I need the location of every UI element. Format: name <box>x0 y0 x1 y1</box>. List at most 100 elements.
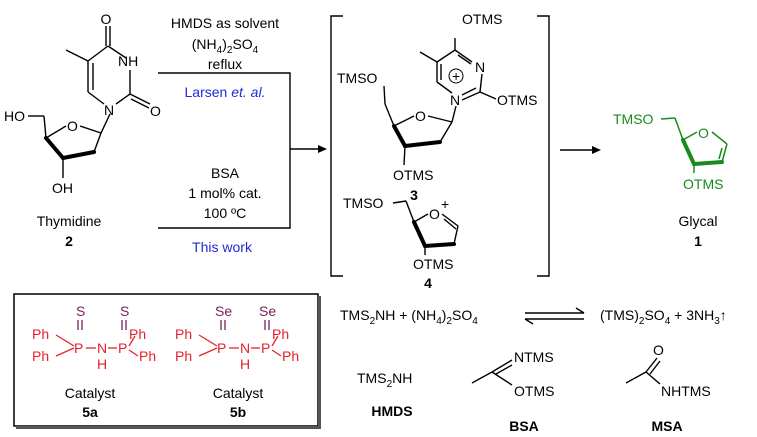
bond <box>55 334 75 347</box>
equilibrium-arrow-back-head <box>524 318 534 325</box>
hmds-formula: TMS2NH <box>357 370 412 390</box>
thymidine-structure: O NH O N O HO OH Thymidine 2 <box>4 11 161 249</box>
bond <box>79 125 102 134</box>
charge-circle <box>448 68 464 84</box>
bond <box>441 213 459 227</box>
bond <box>461 91 481 101</box>
bond <box>384 103 395 127</box>
atom-n1: N <box>104 102 114 118</box>
bond <box>674 117 684 141</box>
cond-top-reference: Larsen et. al. <box>185 84 266 100</box>
msa-o: O <box>653 342 664 358</box>
bond <box>412 220 427 248</box>
equation-lhs: TMS2NH + (NH4)2SO4 <box>340 307 478 327</box>
bond <box>392 200 407 204</box>
cond-top-line3: reflux <box>208 56 242 72</box>
equilibrium-arrow-forward-head <box>575 307 585 314</box>
bond <box>461 87 477 96</box>
glycal-number: 1 <box>694 233 702 249</box>
glycal-structure: TMSO O OTMS <box>613 111 728 192</box>
catalyst-box: S S Ph Ph Ph Ph P P N H Catalyst 5a Se <box>13 293 321 429</box>
bond <box>692 160 724 166</box>
intermediate-4-number: 4 <box>424 275 432 291</box>
bond <box>128 349 139 357</box>
bond <box>107 45 127 59</box>
catalyst-5b-number: 5b <box>230 404 246 420</box>
atom-otms-bottom: OTMS <box>393 167 433 183</box>
ph-group: Ph <box>32 326 49 342</box>
atom-n-ring: N <box>475 59 485 75</box>
intermediate-4-structure: TMSO O + OTMS 4 <box>343 195 459 291</box>
bond <box>454 49 473 63</box>
bond <box>115 93 131 105</box>
bond <box>625 371 647 384</box>
bond <box>491 371 513 386</box>
bond <box>198 334 218 347</box>
bond <box>44 136 65 160</box>
atom-otms: OTMS <box>413 256 453 272</box>
bond <box>436 49 456 63</box>
left-bracket <box>330 15 343 277</box>
bond <box>443 218 457 230</box>
bond <box>439 121 453 143</box>
catalyst-5b-name: Catalyst <box>213 385 264 401</box>
atom-nh: NH <box>118 53 138 69</box>
h-atom: H <box>97 356 107 372</box>
cond-bottom-line2: 1 mol% cat. <box>188 185 261 201</box>
p-atom: P <box>118 340 127 356</box>
catalyst-5a-name: Catalyst <box>65 385 116 401</box>
reaction-conditions: HMDS as solvent (NH4)2SO4 reflux Larsen … <box>158 15 327 255</box>
thymidine-name: Thymidine <box>37 213 102 229</box>
p-atom: P <box>74 340 83 356</box>
atom-ho: HO <box>4 108 25 124</box>
bond <box>45 125 67 139</box>
atom-s: S <box>120 303 129 319</box>
bond <box>681 138 696 166</box>
bond <box>393 115 415 127</box>
atom-o-ring: O <box>429 206 440 222</box>
intermediate-3-structure: OTMS N OTMS + N O TMSO OTMS 3 <box>337 11 537 203</box>
p-atom: P <box>261 340 270 356</box>
bond <box>491 359 513 373</box>
catalyst-box-shadow <box>318 296 321 428</box>
bond <box>721 143 728 163</box>
msa-nhtms: NHTMS <box>661 383 711 399</box>
glycal-name: Glycal <box>679 213 718 229</box>
bond <box>649 360 661 375</box>
bond <box>711 131 728 145</box>
reagent-msa: O NHTMS MSA <box>625 342 711 434</box>
atom-otms: OTMS <box>683 176 723 192</box>
bond <box>405 200 415 223</box>
atom-tmso: TMSO <box>343 195 384 211</box>
bond <box>495 364 513 375</box>
bond <box>55 347 75 357</box>
arrow-head <box>592 146 601 154</box>
arrow-to-glycal <box>560 146 601 154</box>
intermediate-3-number: 3 <box>410 187 418 203</box>
bsa-ntms: NTMS <box>514 349 554 365</box>
bond <box>383 85 386 105</box>
atom-se: Se <box>259 303 276 319</box>
reagent-hmds: TMS2NH HMDS <box>357 370 413 419</box>
cond-bottom-line1: BSA <box>211 165 240 181</box>
bsa-name: BSA <box>509 418 539 434</box>
bond <box>427 115 453 123</box>
ph-group: Ph <box>32 348 49 364</box>
bond <box>413 213 429 223</box>
bond <box>61 150 96 160</box>
n-atom: N <box>240 340 250 356</box>
conditions-bracket <box>158 72 291 229</box>
atom-se: Se <box>215 303 232 319</box>
atom-s: S <box>76 303 85 319</box>
bond <box>392 124 407 148</box>
bond <box>198 347 218 357</box>
cond-top-line2: (NH4)2SO4 <box>192 36 259 56</box>
ph-group: Ph <box>175 348 192 364</box>
bond <box>479 91 497 100</box>
bond <box>436 81 453 94</box>
ph-group: Ph <box>272 326 289 342</box>
bond <box>271 335 279 347</box>
atom-otms-top: OTMS <box>462 11 502 27</box>
bond <box>100 113 111 134</box>
